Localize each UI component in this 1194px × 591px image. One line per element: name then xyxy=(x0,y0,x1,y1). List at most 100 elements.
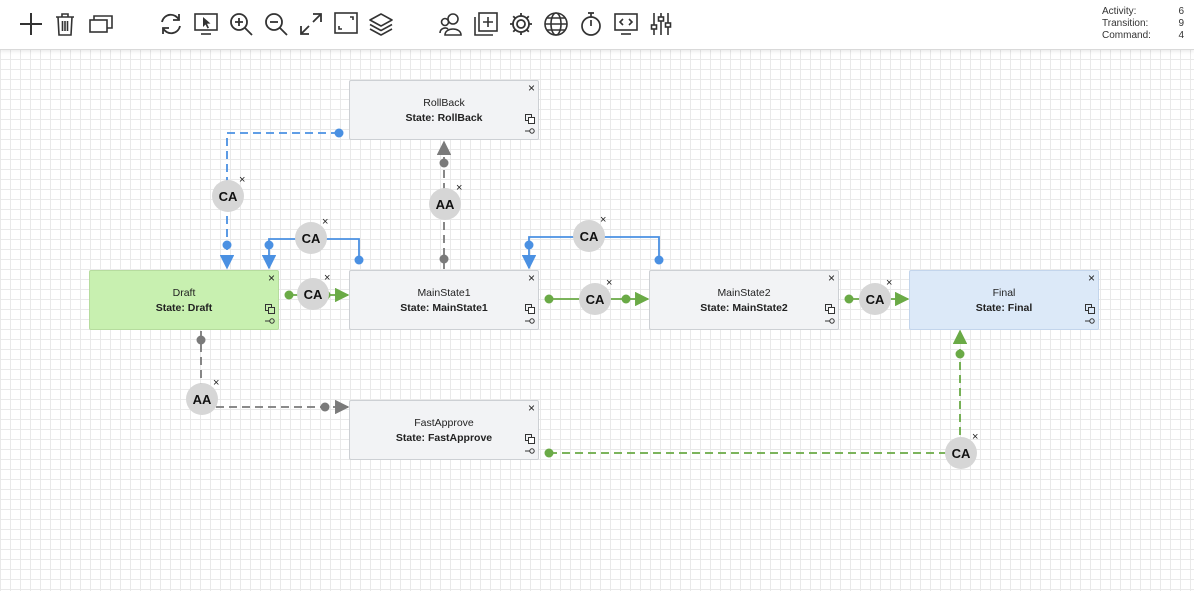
fullscreen-button[interactable] xyxy=(332,10,360,38)
activity-name: MainState1 xyxy=(417,287,471,299)
delete-transition-icon[interactable]: × xyxy=(213,377,220,389)
copy-activity-icon[interactable] xyxy=(525,304,535,314)
copy-activity-icon[interactable] xyxy=(265,304,275,314)
transition-badge-mainstate1-mainstate2[interactable]: CA xyxy=(579,283,611,315)
connect-activity-icon[interactable] xyxy=(525,446,535,456)
refresh-icon xyxy=(161,13,181,35)
activity-fastapprove[interactable]: FastApprove State: FastApprove × xyxy=(349,400,539,460)
command-count-label: Command: xyxy=(1102,30,1151,41)
expand-icon xyxy=(300,13,322,35)
layers-icon xyxy=(369,13,393,36)
transition-badge-mainstate2-mainstate1[interactable]: CA xyxy=(573,220,605,252)
delete-transition-icon[interactable]: × xyxy=(972,431,979,443)
gear-icon xyxy=(510,13,532,35)
code-button[interactable] xyxy=(612,10,640,38)
command-count-row: Command: 4 xyxy=(1102,30,1184,42)
connect-activity-icon[interactable] xyxy=(825,316,835,326)
plus-icon xyxy=(20,13,42,35)
connect-activity-icon[interactable] xyxy=(525,126,535,136)
zoom-in-icon xyxy=(230,13,253,36)
transition-badge-draft-rollback[interactable]: CA xyxy=(212,180,244,212)
select-mode-button[interactable] xyxy=(192,10,220,38)
settings-button[interactable] xyxy=(507,10,535,38)
copy-button[interactable] xyxy=(87,10,115,38)
activity-count-label: Activity: xyxy=(1102,6,1137,17)
delete-transition-icon[interactable]: × xyxy=(239,174,246,186)
timers-button[interactable] xyxy=(577,10,605,38)
delete-activity-icon[interactable]: × xyxy=(527,271,535,285)
actors-icon xyxy=(439,13,462,36)
activity-state: State: MainState2 xyxy=(700,302,788,314)
sliders-icon xyxy=(650,13,672,35)
transition-badge-fastapprove-final[interactable]: CA xyxy=(945,437,977,469)
connect-activity-icon[interactable] xyxy=(265,316,275,326)
activity-state: State: FastApprove xyxy=(395,432,493,444)
delete-transition-icon[interactable]: × xyxy=(456,182,463,194)
fit-screen-button[interactable] xyxy=(297,10,325,38)
toolbar: Activity: 6 Transition: 9 Command: 4 xyxy=(0,0,1194,50)
activity-name: RollBack xyxy=(423,97,465,109)
copy-activity-icon[interactable] xyxy=(825,304,835,314)
zoom-out-button[interactable] xyxy=(262,10,290,38)
zoom-in-button[interactable] xyxy=(227,10,255,38)
transition-fastapprove-final[interactable] xyxy=(544,329,968,458)
transition-draft-fastapprove[interactable] xyxy=(196,331,350,415)
activity-state: State: RollBack xyxy=(405,112,483,124)
activity-count-row: Activity: 6 xyxy=(1102,6,1184,18)
transition-count-value: 9 xyxy=(1178,18,1184,29)
command-count-value: 4 xyxy=(1178,30,1184,41)
diagram-stats: Activity: 6 Transition: 9 Command: 4 xyxy=(1102,6,1184,42)
activity-name: Final xyxy=(992,287,1016,299)
activity-name: Draft xyxy=(172,287,196,299)
globe-icon xyxy=(544,12,568,36)
connect-activity-icon[interactable] xyxy=(1085,316,1095,326)
delete-transition-icon[interactable]: × xyxy=(322,216,329,228)
actors-button[interactable] xyxy=(437,10,465,38)
activity-state: State: MainState1 xyxy=(400,302,488,314)
refresh-button[interactable] xyxy=(157,10,185,38)
delete-transition-icon[interactable]: × xyxy=(600,214,607,226)
add-command-button[interactable] xyxy=(472,10,500,38)
zoom-out-icon xyxy=(265,13,288,36)
transition-mainstate1-rollback[interactable] xyxy=(436,140,452,269)
delete-transition-icon[interactable]: × xyxy=(886,277,893,289)
transition-badge-mainstate2-final[interactable]: CA xyxy=(859,283,891,315)
add-activity-button[interactable] xyxy=(17,10,45,38)
cursor-monitor-icon xyxy=(194,13,218,35)
delete-activity-icon[interactable]: × xyxy=(267,271,275,285)
code-icon xyxy=(614,13,638,35)
transition-count-row: Transition: 9 xyxy=(1102,18,1184,30)
activity-final[interactable]: Final State: Final × xyxy=(909,270,1099,330)
activity-mainstate2[interactable]: MainState2 State: MainState2 × xyxy=(649,270,839,330)
delete-button[interactable] xyxy=(51,10,79,38)
transition-badge-mainstate1-draft[interactable]: CA xyxy=(295,222,327,254)
activity-draft[interactable]: Draft State: Draft × xyxy=(89,270,279,330)
transition-badge-draft-fastapprove[interactable]: AA xyxy=(186,383,218,415)
delete-activity-icon[interactable]: × xyxy=(527,81,535,95)
transition-badge-mainstate1-rollback[interactable]: AA xyxy=(429,188,461,220)
activity-count-value: 6 xyxy=(1178,6,1184,17)
activity-mainstate1[interactable]: MainState1 State: MainState1 × xyxy=(349,270,539,330)
delete-transition-icon[interactable]: × xyxy=(324,272,331,284)
transition-count-label: Transition: xyxy=(1102,18,1149,29)
activity-name: FastApprove xyxy=(414,417,474,429)
delete-activity-icon[interactable]: × xyxy=(527,401,535,415)
transition-badge-draft-mainstate1[interactable]: CA xyxy=(297,278,329,310)
activity-rollback[interactable]: RollBack State: RollBack × xyxy=(349,80,539,140)
delete-activity-icon[interactable]: × xyxy=(827,271,835,285)
fullscreen-icon xyxy=(334,12,358,34)
copy-activity-icon[interactable] xyxy=(1085,304,1095,314)
activity-state: State: Draft xyxy=(155,302,213,314)
activity-state: State: Final xyxy=(975,302,1033,314)
layers-button[interactable] xyxy=(367,10,395,38)
activity-name: MainState2 xyxy=(717,287,771,299)
transition-draft-rollback[interactable] xyxy=(219,128,344,270)
copy-activity-icon[interactable] xyxy=(525,434,535,444)
copy-icon xyxy=(89,15,113,33)
copy-activity-icon[interactable] xyxy=(525,114,535,124)
localization-button[interactable] xyxy=(542,10,570,38)
delete-activity-icon[interactable]: × xyxy=(1087,271,1095,285)
connect-activity-icon[interactable] xyxy=(525,316,535,326)
delete-transition-icon[interactable]: × xyxy=(606,277,613,289)
parameters-button[interactable] xyxy=(647,10,675,38)
